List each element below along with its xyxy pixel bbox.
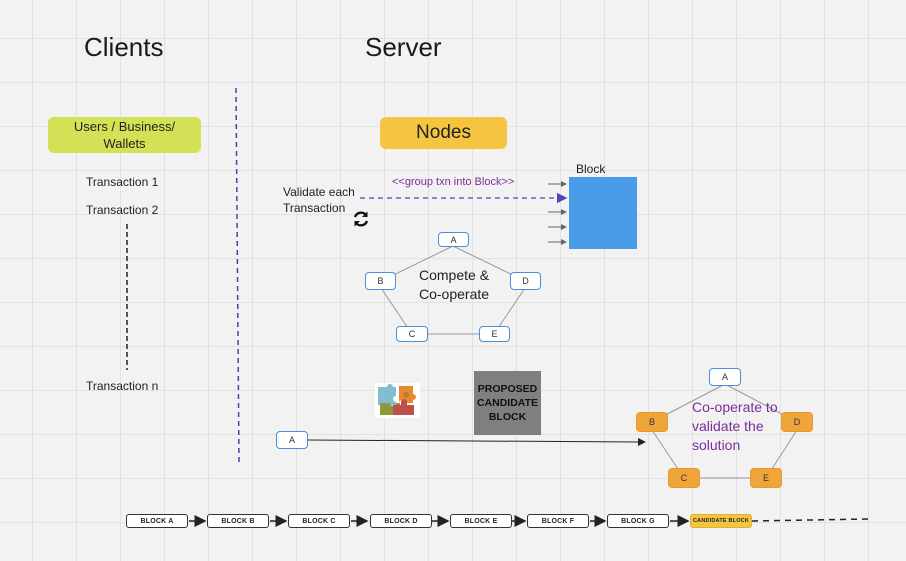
users-business-wallets-box: Users / Business/ Wallets bbox=[48, 117, 201, 153]
compete-cooperate-text: Compete & Co-operate bbox=[419, 267, 490, 302]
chain-block-a: BLOCK A bbox=[126, 514, 188, 528]
chain-block-g: BLOCK G bbox=[607, 514, 669, 528]
chain-block-e: BLOCK E bbox=[450, 514, 512, 528]
cooperate-validate-text: Co-operate to validate the solution bbox=[692, 399, 778, 453]
block-label: Block bbox=[576, 162, 606, 176]
transaction-1: Transaction 1 bbox=[86, 175, 159, 189]
network2-node-d: D bbox=[781, 412, 813, 432]
network1-node-e: E bbox=[479, 326, 510, 342]
clients-heading: Clients bbox=[84, 32, 164, 62]
chain-block-c: BLOCK C bbox=[288, 514, 350, 528]
chain-candidate-block: CANDIDATE BLOCK bbox=[690, 514, 752, 528]
chain-block-d: BLOCK D bbox=[370, 514, 432, 528]
chain-block-b: BLOCK B bbox=[207, 514, 269, 528]
block-square bbox=[569, 177, 637, 249]
group-txn-text: <<group txn into Block>> bbox=[392, 176, 515, 188]
network2-node-e: E bbox=[750, 468, 782, 488]
refresh-icon bbox=[351, 209, 371, 229]
network1-node-a: A bbox=[438, 232, 469, 247]
sender-node-a: A bbox=[276, 431, 308, 449]
proposed-candidate-block-label: PROPOSED CANDIDATE BLOCK bbox=[476, 383, 539, 423]
client-server-divider bbox=[235, 87, 240, 464]
network1-node-b: B bbox=[365, 272, 396, 290]
users-business-wallets-label: Users / Business/ Wallets bbox=[73, 119, 176, 151]
transaction-n: Transaction n bbox=[86, 379, 159, 393]
network1-node-d: D bbox=[510, 272, 541, 290]
sender-arrow bbox=[307, 437, 646, 446]
transaction-2: Transaction 2 bbox=[86, 203, 159, 217]
chain-continuation bbox=[751, 518, 869, 522]
network2-node-a: A bbox=[709, 368, 741, 386]
chain-block-f: BLOCK F bbox=[527, 514, 589, 528]
nodes-label: Nodes bbox=[416, 122, 471, 143]
validate-text: Validate each Transaction bbox=[283, 185, 355, 215]
nodes-box: Nodes bbox=[380, 117, 507, 149]
server-heading: Server bbox=[365, 32, 442, 62]
puzzle-icon bbox=[375, 383, 420, 418]
network2-node-b: B bbox=[636, 412, 668, 432]
network1-node-c: C bbox=[396, 326, 428, 342]
network2-node-c: C bbox=[668, 468, 700, 488]
proposed-candidate-block: PROPOSED CANDIDATE BLOCK bbox=[474, 371, 541, 435]
